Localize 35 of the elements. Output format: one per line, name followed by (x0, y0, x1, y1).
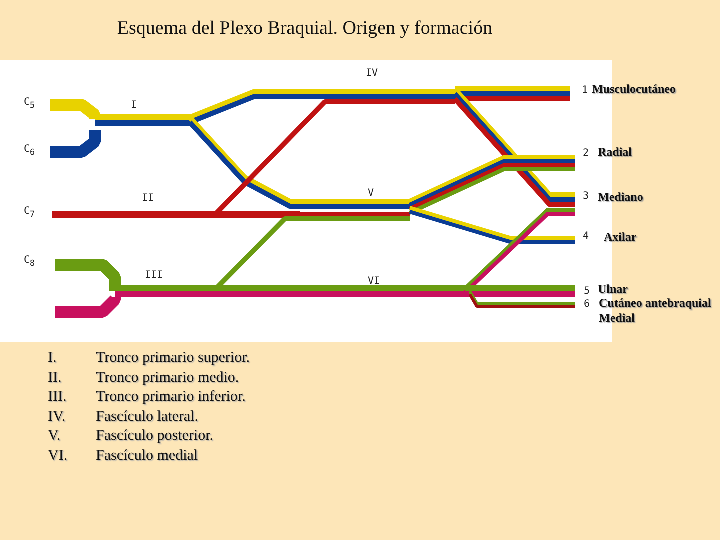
nerve-name: Musculocutáneo (592, 82, 676, 97)
legend-text: Fascículo lateral. (96, 408, 198, 426)
root-label: C$_{6}$ (24, 144, 36, 157)
branch-number: 6 (584, 299, 590, 310)
cord-label: VI (368, 276, 380, 287)
nerve-name: Radial (598, 145, 632, 160)
roman-numeral: II. (48, 370, 62, 386)
roman-numeral: V. (48, 428, 61, 445)
root-label: C$_{5}$ (24, 97, 36, 110)
branch-number: 4 (583, 231, 590, 242)
root-label: C$_{7}$ (24, 206, 36, 219)
roman-numeral: VI. (48, 448, 68, 464)
nerve-name: Ulnar (598, 282, 628, 297)
trunk-label: I (131, 100, 138, 111)
trunk-label: III (145, 270, 164, 281)
roman-numeral: III. (48, 389, 67, 406)
nerve-name: Axilar (604, 230, 637, 245)
legend-text: Tronco primario superior. (96, 350, 250, 367)
branch-number: 3 (583, 191, 590, 202)
nerve-name: Mediano (598, 190, 644, 205)
cord-label: IV (366, 68, 378, 79)
branch-number: 2 (583, 148, 590, 159)
title: Esquema del Plexo Braquial. Origen y formación (116, 18, 494, 40)
legend-text: Fascículo medial (96, 448, 198, 464)
nerve-name: Cutáneo antebraquial Medial (599, 296, 712, 326)
branch-number: 5 (584, 286, 590, 297)
roman-numeral: I. (48, 350, 57, 367)
legend-text: Tronco primario inferior. (96, 389, 246, 406)
roman-numeral: IV. (48, 408, 66, 426)
legend-text: Tronco primario medio. (96, 370, 240, 386)
legend-text: Fascículo posterior. (96, 428, 214, 445)
cord-label: V (368, 188, 374, 199)
trunk-label: II (142, 193, 154, 204)
root-label: C$_{8}$ (24, 255, 36, 268)
branch-number: 1 (582, 85, 588, 96)
